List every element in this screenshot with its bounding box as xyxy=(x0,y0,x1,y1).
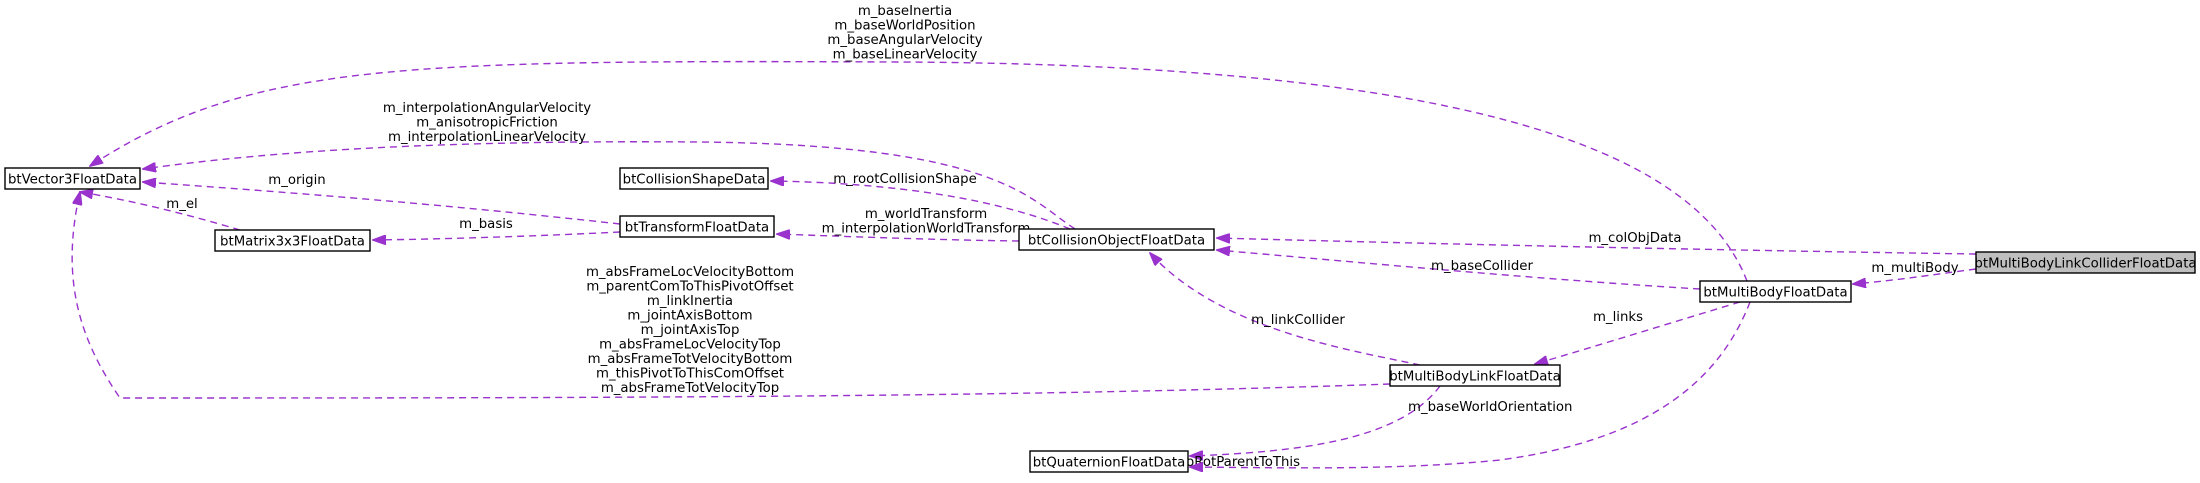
node-label-m33: btMatrix3x3FloatData xyxy=(220,235,365,250)
edge-mbf_mbl: m_links xyxy=(1535,301,1741,364)
node-box-m33[interactable] xyxy=(214,229,371,252)
edge-line-tfd_v3 xyxy=(143,182,621,225)
edge-cof_csd: m_rootCollisionShape xyxy=(771,172,1071,230)
node-v3[interactable]: btVector3FloatData xyxy=(4,167,141,190)
edge-line-mbl_quat xyxy=(1190,385,1441,456)
edge-label-mbf_mbl: m_links xyxy=(1593,310,1643,325)
edge-label-cof_csd: m_rootCollisionShape xyxy=(833,172,977,187)
edge-cof_tfd: m_worldTransformm_interpolationWorldTran… xyxy=(777,207,1031,242)
node-box-tfd[interactable] xyxy=(619,215,775,238)
edge-label-tfd_m33: m_basis xyxy=(459,217,513,232)
node-csd[interactable]: btCollisionShapeData xyxy=(619,167,769,190)
node-mbf[interactable]: btMultiBodyFloatData xyxy=(1699,280,1852,303)
node-box-mblc[interactable] xyxy=(1975,251,2196,274)
edge-label-mblc_cof: m_colObjData xyxy=(1588,231,1681,246)
node-box-mbl[interactable] xyxy=(1389,364,1561,387)
node-quat[interactable]: btQuaternionFloatData xyxy=(1029,450,1189,473)
node-label-tfd: btTransformFloatData xyxy=(625,221,769,236)
edges-layer: m_baseInertiam_baseWorldPositionm_baseAn… xyxy=(71,4,1977,470)
edge-label-mbf_v3: m_baseAngularVelocity xyxy=(827,33,982,48)
edge-cof_v3: m_interpolationAngularVelocitym_anisotro… xyxy=(143,101,1076,230)
edge-line-mbf_cof xyxy=(1217,250,1701,290)
edge-label-mbf_v3: m_baseLinearVelocity xyxy=(833,48,978,63)
node-label-v3: btVector3FloatData xyxy=(8,173,137,188)
edge-label-mbl_v3: m_linkInertia xyxy=(647,294,733,309)
edge-label-mbl_v3: m_absFrameLocVelocityBottom xyxy=(586,265,794,280)
edge-mbl_v3: m_absFrameLocVelocityBottomm_parentComTo… xyxy=(71,192,1391,399)
edge-label-mbl_v3: m_absFrameTotVelocityBottom xyxy=(588,352,793,367)
node-label-mblc: btMultiBodyLinkColliderFloatData xyxy=(1974,257,2196,272)
edge-label-cof_v3: m_anisotropicFriction xyxy=(416,116,558,131)
node-box-mbf[interactable] xyxy=(1699,280,1852,303)
node-box-cof[interactable] xyxy=(1018,228,1215,251)
node-mbl[interactable]: btMultiBodyLinkFloatData xyxy=(1389,364,1561,387)
edge-label-mblc_mbf: m_multiBody xyxy=(1871,261,1958,276)
node-label-quat: btQuaternionFloatData xyxy=(1033,456,1186,471)
edge-label-cof_v3: m_interpolationAngularVelocity xyxy=(383,101,591,116)
edge-label-mbf_cof: m_baseCollider xyxy=(1431,259,1533,274)
node-mblc[interactable]: btMultiBodyLinkColliderFloatData xyxy=(1974,251,2197,274)
edge-label-mbl_v3: m_thisPivotToThisComOffset xyxy=(596,367,784,382)
edge-mbl_cof: m_linkCollider xyxy=(1150,253,1421,366)
edge-line-mblc_cof xyxy=(1217,238,1977,255)
node-label-csd: btCollisionShapeData xyxy=(623,173,766,188)
edge-line-mbl_cof xyxy=(1150,253,1421,366)
edge-mblc_cof: m_colObjData xyxy=(1217,231,1977,255)
edge-mbf_v3: m_baseInertiam_baseWorldPositionm_baseAn… xyxy=(90,4,1748,282)
node-tfd[interactable]: btTransformFloatData xyxy=(619,215,775,238)
edge-line-mbl_v3 xyxy=(71,192,1391,399)
edge-m33_v3: m_el xyxy=(80,192,241,231)
edge-mblc_mbf: m_multiBody xyxy=(1853,261,1977,284)
edge-line-mbf_quat xyxy=(1190,301,1751,468)
edge-line-tfd_m33 xyxy=(373,231,621,240)
node-box-csd[interactable] xyxy=(619,167,769,190)
node-box-v3[interactable] xyxy=(4,167,141,190)
node-m33[interactable]: btMatrix3x3FloatData xyxy=(214,229,371,252)
edge-label-mbf_quat: m_baseWorldOrientation xyxy=(1408,400,1572,415)
edge-label-mbl_v3: m_jointAxisBottom xyxy=(627,309,752,324)
edge-line-mbf_v3 xyxy=(90,60,1748,282)
edge-line-cof_v3 xyxy=(143,141,1076,230)
node-label-mbf: btMultiBodyFloatData xyxy=(1703,286,1847,301)
edge-line-cof_csd xyxy=(771,181,1071,230)
node-label-cof: btCollisionObjectFloatData xyxy=(1028,234,1205,249)
edge-line-m33_v3 xyxy=(80,192,241,231)
edge-label-m33_v3: m_el xyxy=(166,197,197,212)
edge-label-mbl_v3: m_parentComToThisPivotOffset xyxy=(586,280,793,295)
edge-mbf_cof: m_baseCollider xyxy=(1217,250,1701,290)
edge-line-mblc_mbf xyxy=(1853,268,1977,284)
edge-label-cof_tfd: m_worldTransform xyxy=(865,207,987,222)
node-cof[interactable]: btCollisionObjectFloatData xyxy=(1018,228,1215,251)
edge-label-mbl_v3: m_absFrameTotVelocityTop xyxy=(601,381,779,396)
edge-label-tfd_v3: m_origin xyxy=(268,173,325,188)
edge-label-cof_tfd: m_interpolationWorldTransform xyxy=(822,222,1031,237)
edge-tfd_m33: m_basis xyxy=(373,217,621,240)
edge-label-mbf_v3: m_baseWorldPosition xyxy=(834,19,975,34)
node-box-quat[interactable] xyxy=(1029,450,1189,473)
edge-tfd_v3: m_origin xyxy=(143,173,621,225)
nodes-layer: btVector3FloatData btCollisionShapeData bt… xyxy=(4,167,2197,473)
edge-line-cof_tfd xyxy=(777,234,1020,242)
edge-label-mbl_cof: m_linkCollider xyxy=(1251,313,1345,328)
edge-label-cof_v3: m_interpolationLinearVelocity xyxy=(388,130,586,145)
edge-label-mbl_v3: m_absFrameLocVelocityTop xyxy=(599,338,781,353)
edge-mbf_quat: m_baseWorldOrientation xyxy=(1190,301,1751,468)
edge-mbl_quat: m_zeroRotParentToThis xyxy=(1146,385,1441,470)
edge-label-mbf_v3: m_baseInertia xyxy=(858,4,952,19)
node-label-mbl: btMultiBodyLinkFloatData xyxy=(1389,370,1561,385)
edge-label-mbl_v3: m_jointAxisTop xyxy=(641,323,740,338)
